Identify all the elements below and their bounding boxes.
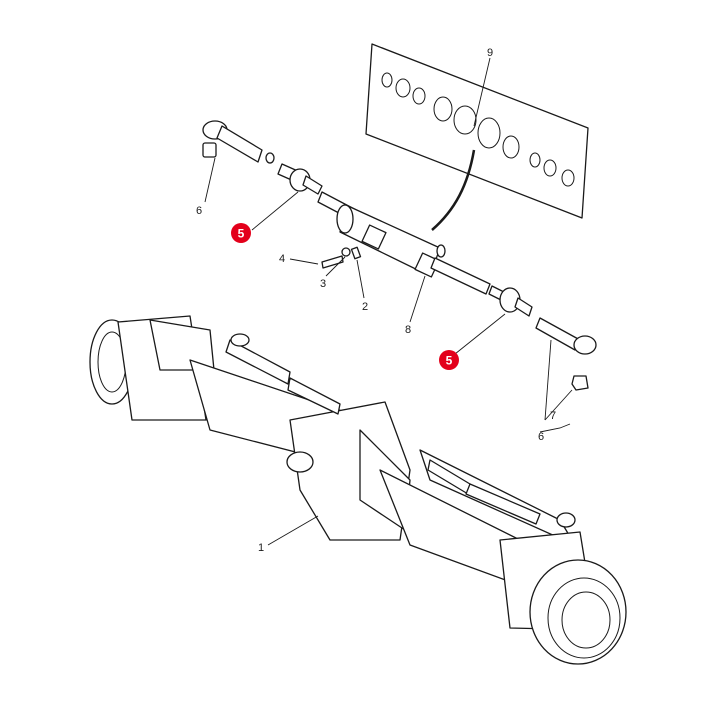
badge-5-upper-label: 5 — [238, 227, 245, 241]
highlight-badge-5-lower[interactable]: 5 — [439, 350, 459, 370]
callout-9: 9 — [487, 47, 493, 59]
callout-7: 7 — [550, 410, 556, 422]
inner-ball-joint-right — [488, 285, 533, 317]
callout-3: 3 — [320, 278, 326, 290]
callout-2: 2 — [362, 301, 368, 313]
tie-rod-end-right — [535, 317, 597, 391]
seal-kit-card — [365, 43, 589, 231]
callout-6-left: 6 — [196, 205, 202, 217]
steering-cylinder — [317, 191, 491, 295]
tie-rod-end-left — [202, 120, 275, 164]
callout-4: 4 — [279, 253, 285, 265]
axle-housing — [89, 315, 627, 665]
callout-1: 1 — [258, 542, 264, 554]
callout-6-right: 6 — [538, 431, 544, 443]
leader-lines — [204, 57, 573, 546]
callout-8: 8 — [405, 324, 411, 336]
bolt-washer-pin — [321, 246, 362, 269]
badge-5-lower-label: 5 — [446, 354, 453, 368]
inner-ball-joint-left — [277, 163, 323, 195]
highlight-badge-5-upper[interactable]: 5 — [231, 223, 251, 243]
